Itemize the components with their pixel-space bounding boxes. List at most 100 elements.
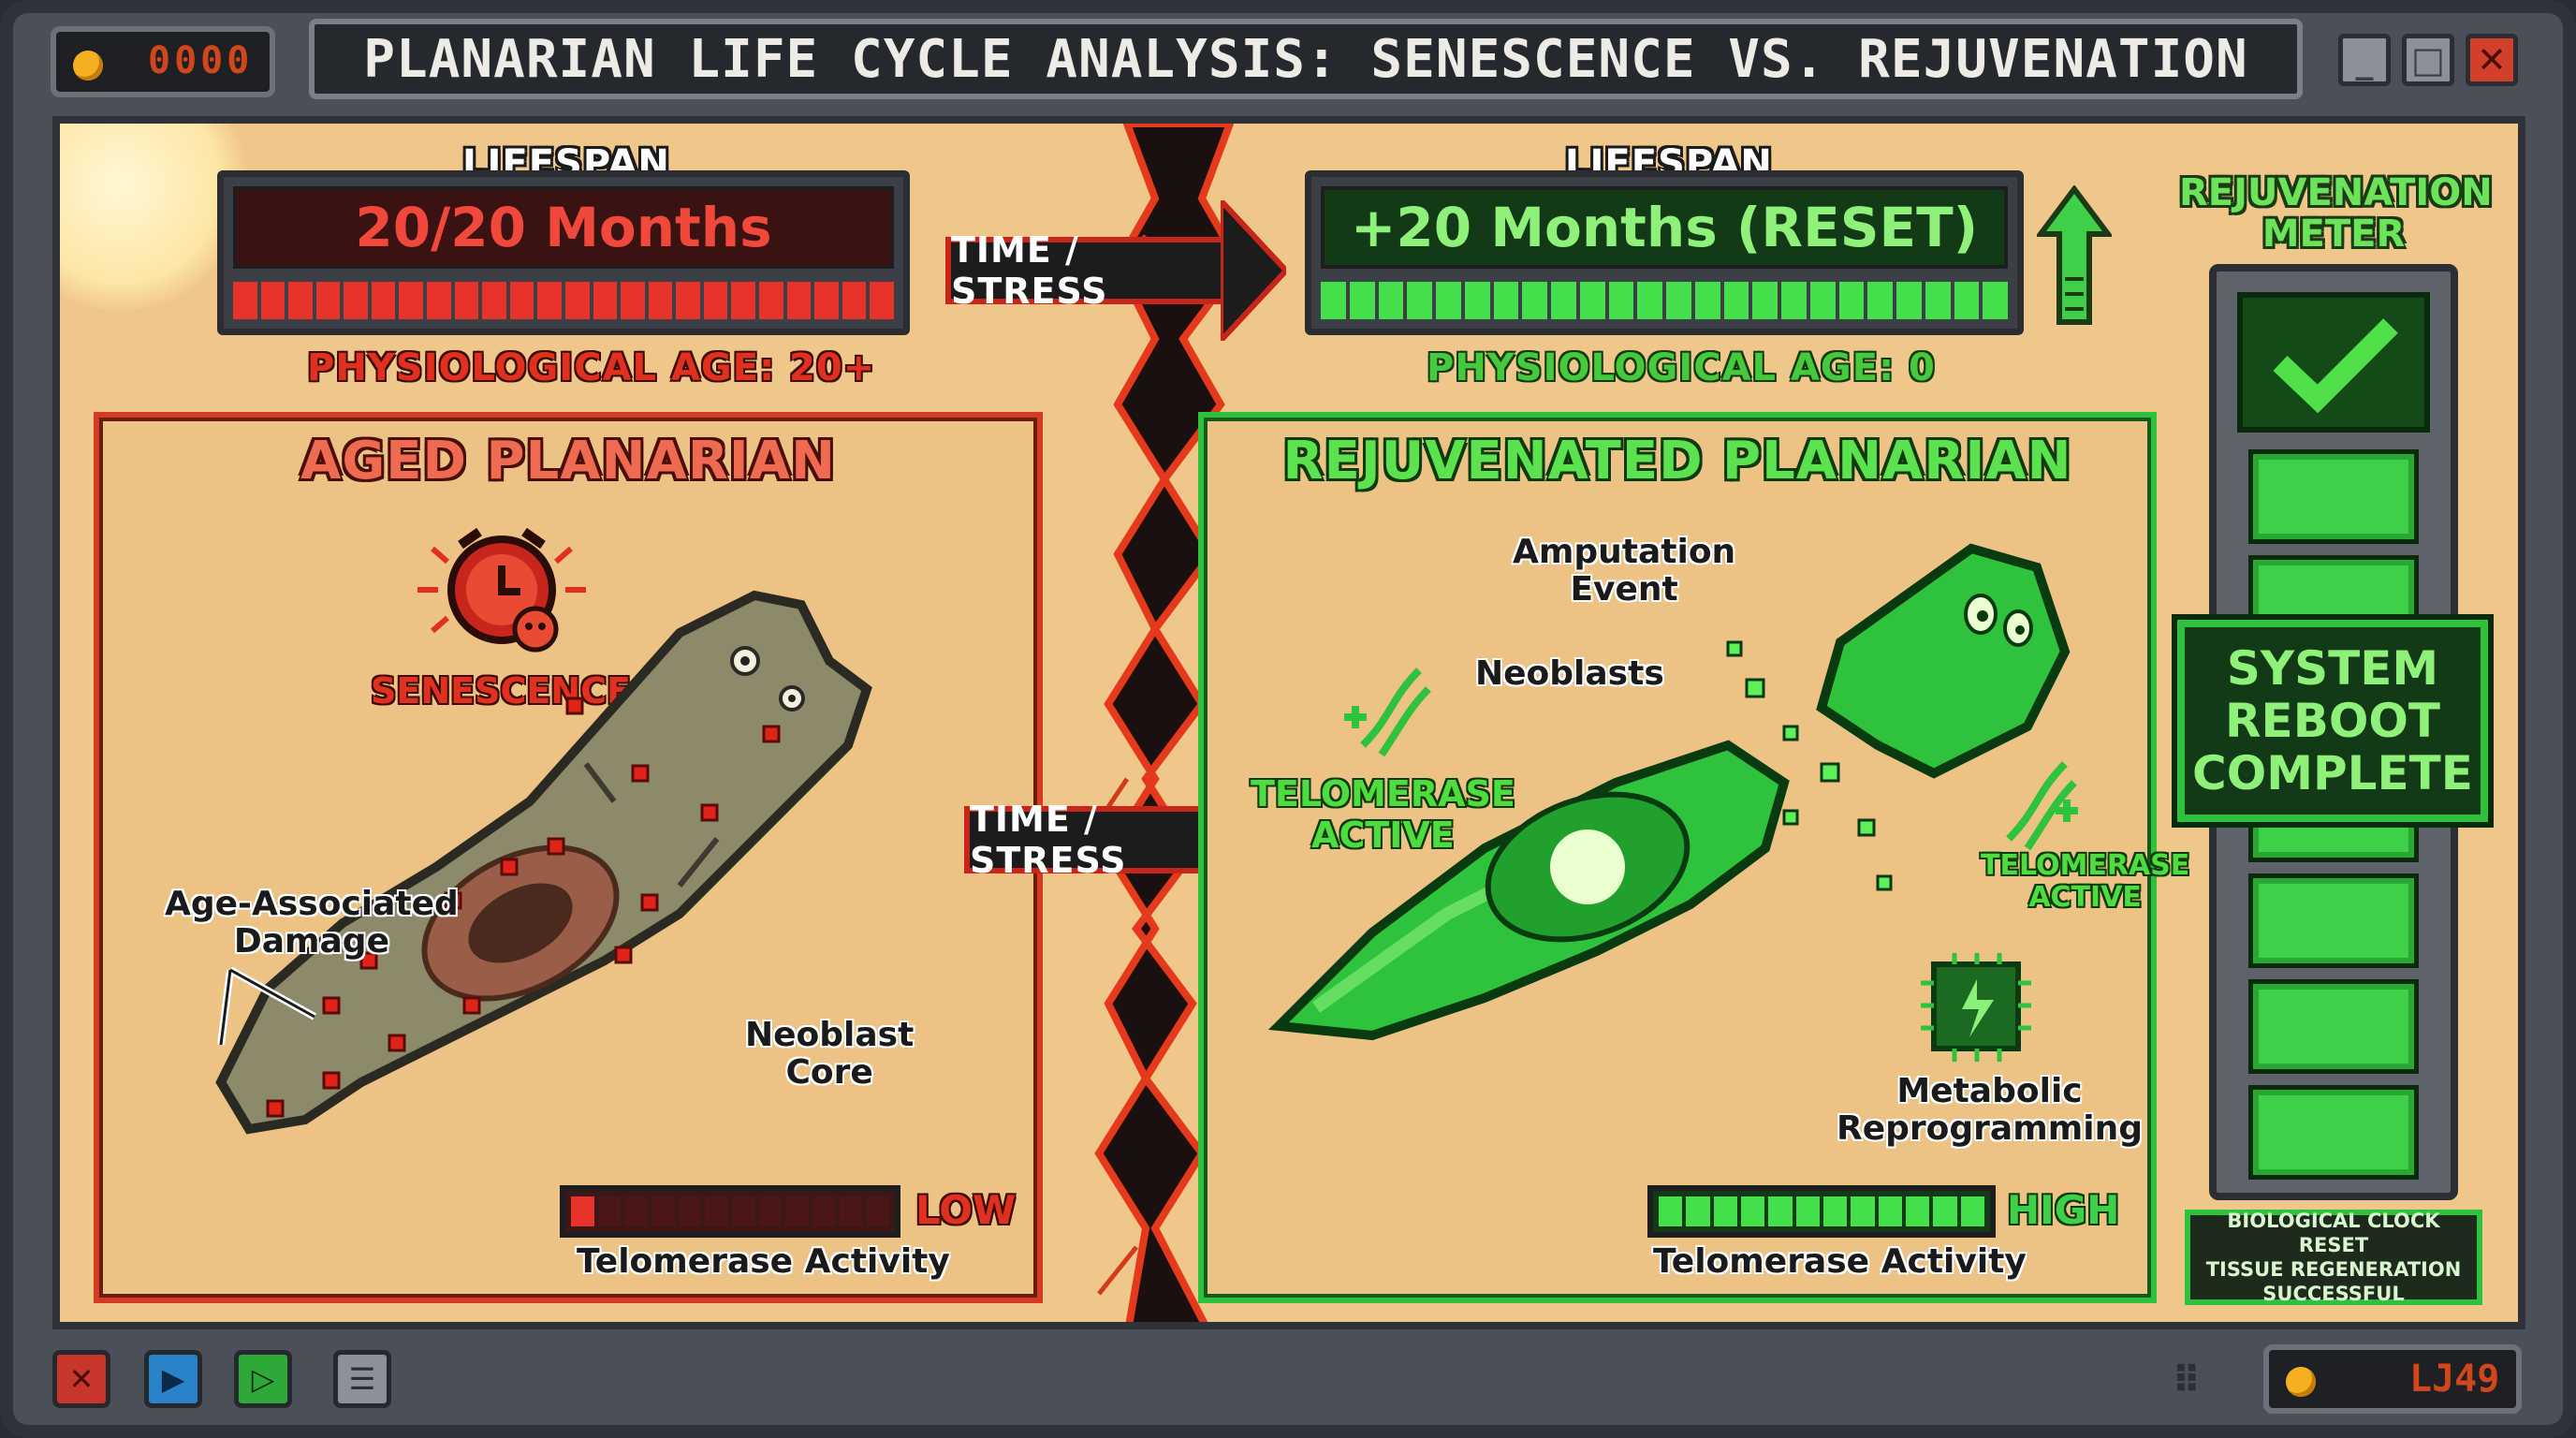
rejuv-telomerase-segments bbox=[1659, 1196, 1984, 1226]
bar-segment bbox=[678, 1196, 702, 1226]
minimize-button[interactable]: _ bbox=[2338, 34, 2391, 86]
bar-segment bbox=[732, 1196, 755, 1226]
bar-segment bbox=[1809, 282, 1836, 319]
bar-segment bbox=[454, 282, 479, 319]
bar-segment bbox=[597, 1196, 622, 1226]
bar-segment bbox=[703, 282, 728, 319]
close-icon: ✕ bbox=[68, 1361, 95, 1397]
bar-segment bbox=[1694, 282, 1720, 319]
telomerase-active-right: TELOMERASE ACTIVE bbox=[1981, 849, 2190, 914]
bar-segment bbox=[1713, 1196, 1737, 1226]
aged-lifespan-value: 20/20 Months bbox=[233, 186, 894, 269]
aged-telomerase-caption: Telomerase Activity bbox=[577, 1242, 950, 1281]
bar-segment bbox=[651, 1196, 675, 1226]
neoblasts-callout: Neoblasts bbox=[1475, 654, 1664, 693]
reboot-complete-panel: SYSTEM REBOOT COMPLETE bbox=[2177, 620, 2488, 822]
bar-segment bbox=[233, 282, 257, 319]
reboot-message: SYSTEM REBOOT COMPLETE bbox=[2192, 641, 2473, 800]
bar-segment bbox=[812, 1196, 836, 1226]
bar-segment bbox=[1740, 1196, 1765, 1226]
aged-planarian-panel: AGED PLANARIAN SENESCENCE bbox=[94, 412, 1043, 1303]
bar-segment bbox=[482, 282, 506, 319]
close-icon: ✕ bbox=[2477, 39, 2507, 81]
bar-segment bbox=[1378, 282, 1404, 319]
status-message: BIOLOGICAL CLOCK RESET TISSUE REGENERATI… bbox=[2205, 1210, 2462, 1305]
bar-segment bbox=[785, 1196, 810, 1226]
bar-segment bbox=[371, 282, 396, 319]
bar-segment bbox=[648, 282, 673, 319]
bar-segment bbox=[1822, 1196, 1848, 1226]
stop-button[interactable]: ✕ bbox=[52, 1350, 110, 1408]
bar-segment bbox=[1838, 282, 1865, 319]
bar-segment bbox=[842, 282, 867, 319]
bar-segment bbox=[537, 282, 562, 319]
play-icon: ▶ bbox=[161, 1361, 185, 1397]
bar-segment bbox=[427, 282, 451, 319]
bar-segment bbox=[1960, 1196, 1984, 1226]
bar-segment bbox=[1666, 282, 1691, 319]
title-bar: PLANARIAN LIFE CYCLE ANALYSIS: SENESCENC… bbox=[309, 19, 2303, 99]
time-stress-arrow-top: TIME / STRESS bbox=[945, 200, 1286, 341]
rejuvenated-planarian-sprite bbox=[1268, 543, 2071, 1041]
bar-segment bbox=[1349, 282, 1375, 319]
bar-segment bbox=[1407, 282, 1432, 319]
settings-button[interactable]: ☰ bbox=[333, 1350, 391, 1408]
maximize-icon: □ bbox=[2411, 39, 2445, 81]
meter-cell bbox=[2248, 978, 2419, 1074]
aged-planarian-sprite bbox=[215, 590, 872, 1135]
checkmark-icon bbox=[2273, 318, 2398, 414]
bar-segment bbox=[399, 282, 424, 319]
status-code-box: LJ49 bbox=[2263, 1344, 2522, 1414]
bar-segment bbox=[1608, 282, 1634, 319]
play-button[interactable]: ▶ bbox=[144, 1350, 202, 1408]
meter-cell bbox=[2248, 1084, 2419, 1180]
time-stress-label-top: TIME / STRESS bbox=[945, 229, 1226, 312]
bar-segment bbox=[1436, 282, 1461, 319]
bar-segment bbox=[621, 282, 645, 319]
metabolic-callout: Metabolic Reprogramming bbox=[1837, 1072, 2143, 1148]
neoblast-core-callout: Neoblast Core bbox=[745, 1016, 915, 1092]
aged-panel-title: AGED PLANARIAN bbox=[300, 431, 836, 492]
rejuv-lifespan-box: +20 Months (RESET) bbox=[1305, 170, 2024, 335]
aged-lifespan-box: 20/20 Months bbox=[217, 170, 910, 335]
bar-segment bbox=[839, 1196, 863, 1226]
dna-plus-icon-right bbox=[2006, 761, 2078, 851]
settings-icon: ☰ bbox=[348, 1361, 376, 1397]
bar-segment bbox=[1579, 282, 1605, 319]
coin-icon bbox=[73, 51, 103, 81]
bar-segment bbox=[758, 1196, 783, 1226]
next-button[interactable]: ▷ bbox=[234, 1350, 292, 1408]
meter-caption: REJUVENATION METER bbox=[2179, 171, 2493, 256]
aged-physiological-age: PHYSIOLOGICAL AGE: 20+ bbox=[307, 346, 876, 389]
bar-segment bbox=[1851, 1196, 1875, 1226]
bar-segment bbox=[1925, 282, 1951, 319]
bar-segment bbox=[1768, 1196, 1793, 1226]
rejuv-telomerase-bar bbox=[1647, 1185, 1996, 1238]
game-viewport: LIFESPAN 20/20 Months PHYSIOLOGICAL AGE:… bbox=[52, 116, 2525, 1329]
bar-segment bbox=[731, 282, 755, 319]
status-code: LJ49 bbox=[2409, 1357, 2500, 1401]
bar-segment bbox=[866, 1196, 890, 1226]
bar-segment bbox=[1723, 282, 1749, 319]
arrow-head-top bbox=[1221, 200, 1286, 341]
amputation-callout: Amputation Event bbox=[1513, 533, 1736, 609]
coin-count: 0000 bbox=[148, 39, 254, 82]
bar-segment bbox=[1933, 1196, 1957, 1226]
bar-segment bbox=[1321, 282, 1346, 319]
bar-segment bbox=[593, 282, 618, 319]
bar-segment bbox=[260, 282, 285, 319]
bar-segment bbox=[1905, 1196, 1930, 1226]
microchip-icon bbox=[1921, 953, 2031, 1062]
rejuv-physiological-age: PHYSIOLOGICAL AGE: 0 bbox=[1427, 346, 1936, 389]
aged-telomerase-level: LOW bbox=[915, 1187, 1017, 1233]
rejuv-lifespan-bar bbox=[1321, 282, 2008, 319]
meter-cell bbox=[2248, 449, 2419, 545]
grid-icon: ⠿ bbox=[2172, 1359, 2202, 1402]
meter-check-cell bbox=[2237, 292, 2430, 433]
meter-cell bbox=[2248, 873, 2419, 968]
bar-segment bbox=[1781, 282, 1807, 319]
rejuv-telomerase-level: HIGH bbox=[2007, 1187, 2120, 1233]
bar-segment bbox=[571, 1196, 594, 1226]
close-button[interactable]: ✕ bbox=[2466, 34, 2518, 86]
maximize-button[interactable]: □ bbox=[2402, 34, 2454, 86]
